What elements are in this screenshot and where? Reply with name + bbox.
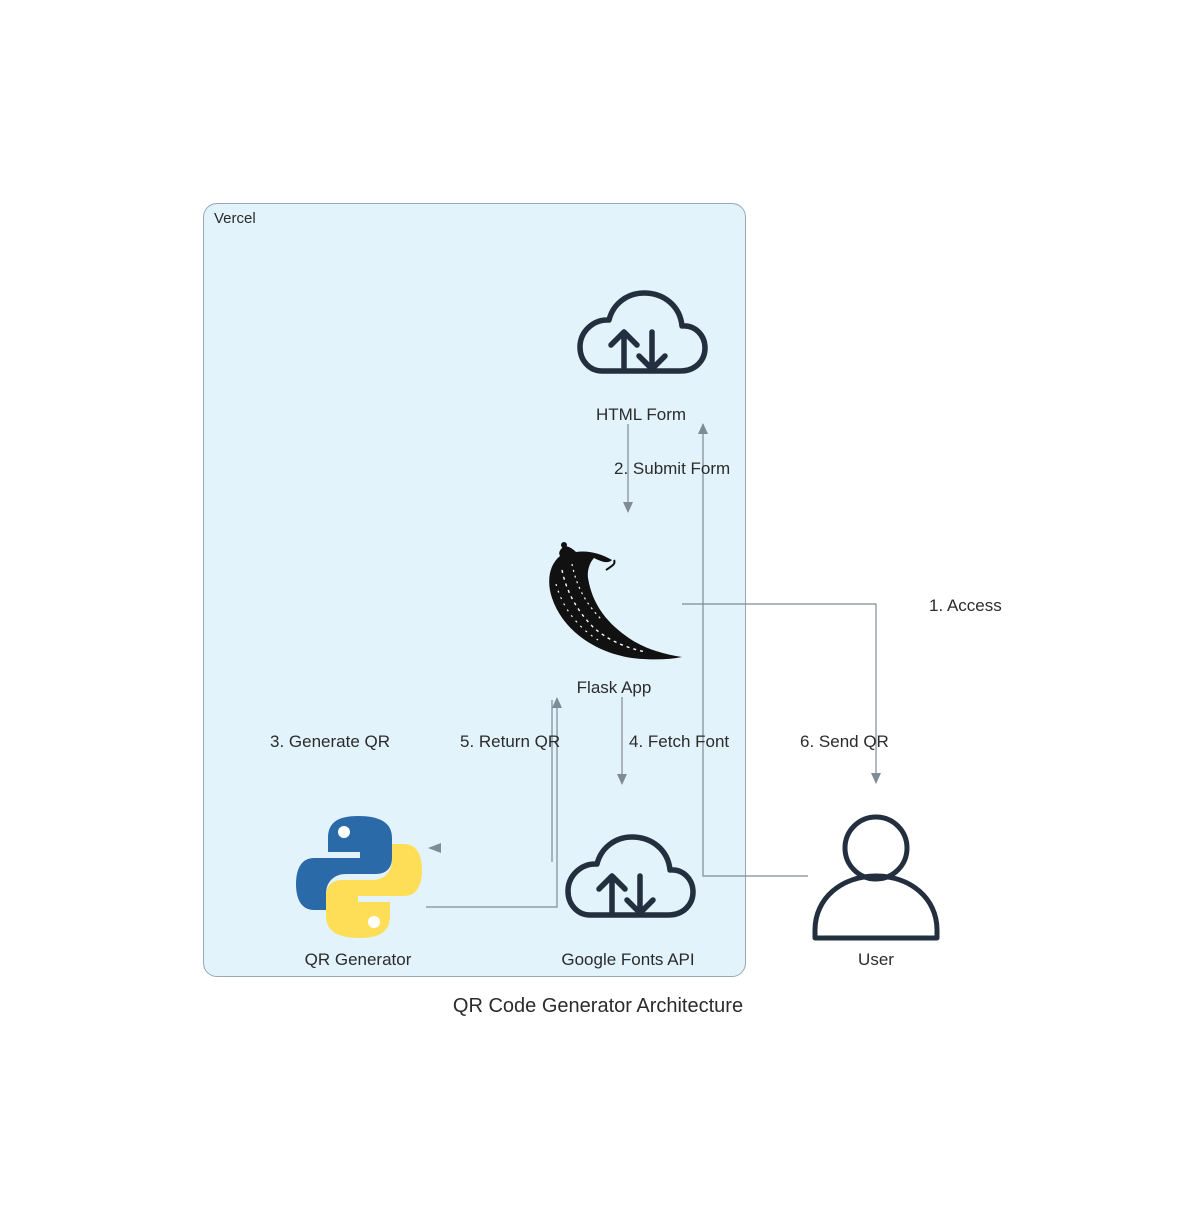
- edge-label-fetch-font: 4. Fetch Font: [629, 732, 730, 751]
- edge-generate-qr-arrowhead: [428, 843, 441, 853]
- user-icon: [812, 814, 940, 941]
- edge-return-qr: [426, 697, 562, 908]
- cloud-upload-download-icon: [577, 290, 708, 374]
- html-form-label: HTML Form: [595, 405, 687, 424]
- python-logo-icon: [296, 816, 422, 938]
- cluster-label: Vercel: [214, 210, 256, 227]
- qr-generator-label: QR Generator: [304, 950, 412, 969]
- diagram-title: QR Code Generator Architecture: [452, 995, 744, 1017]
- flask-app-label: Flask App: [576, 678, 652, 697]
- cloud-upload-download-icon: [565, 834, 696, 918]
- edge-label-submit-form: 2. Submit Form: [614, 459, 731, 478]
- flask-horn-icon: [549, 542, 682, 660]
- google-fonts-api-label: Google Fonts API: [561, 950, 695, 969]
- user-label: User: [858, 950, 894, 969]
- edge-label-return-qr: 5. Return QR: [460, 732, 561, 751]
- edge-send-qr: [682, 603, 881, 784]
- edge-label-access: 1. Access: [929, 596, 1002, 615]
- edge-access: [698, 423, 808, 877]
- edge-label-generate-qr: 3. Generate QR: [270, 732, 391, 751]
- edge-label-send-qr: 6. Send QR: [800, 732, 889, 751]
- vercel-cluster: Vercel: [203, 203, 746, 977]
